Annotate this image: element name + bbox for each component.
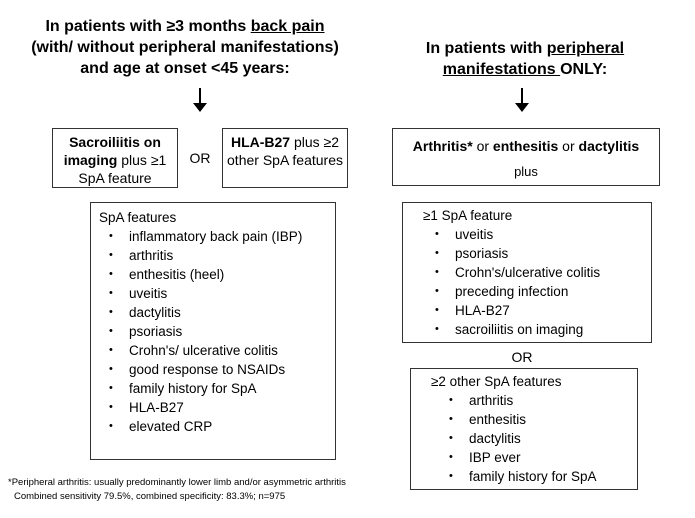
spa-features-title: SpA features — [99, 210, 177, 225]
list-item: arthritis — [109, 246, 327, 265]
left-or-label: OR — [189, 150, 211, 166]
list-item: uveitis — [435, 225, 651, 244]
right-heading-line2: manifestations ONLY: — [442, 61, 608, 78]
left-heading-line2: (with/ without peripheral manifestations… — [31, 39, 339, 56]
sacroiliitis-criterion-box: Sacroiliitis on imaging plus ≥1 SpA feat… — [52, 128, 178, 188]
footnote-line1: *Peripheral arthritis: usually predomina… — [8, 477, 346, 488]
list-item: enthesitis (heel) — [109, 265, 327, 284]
two-spa-features-box: ≥2 other SpA features arthritis enthesit… — [410, 368, 638, 490]
left-heading-line3: and age at onset <45 years: — [80, 60, 290, 77]
list-item: psoriasis — [435, 244, 651, 263]
one-spa-feature-title: ≥1 SpA feature — [423, 208, 513, 223]
list-item: elevated CRP — [109, 417, 327, 436]
list-item: inflammatory back pain (IBP) — [109, 227, 327, 246]
list-item: psoriasis — [109, 322, 327, 341]
right-or-label: OR — [511, 349, 533, 365]
list-item: preceding infection — [435, 282, 651, 301]
spa-features-box: SpA features inflammatory back pain (IBP… — [90, 202, 336, 460]
list-item: enthesitis — [449, 410, 637, 429]
list-item: dactylitis — [449, 429, 637, 448]
peripheral-plus-label: plus — [514, 164, 538, 179]
list-item: Crohn's/ ulcerative colitis — [109, 341, 327, 360]
right-down-arrow — [515, 88, 529, 112]
left-down-arrow — [193, 88, 207, 112]
left-heading: In patients with ≥3 months back pain (wi… — [10, 16, 360, 79]
one-spa-feature-box: ≥1 SpA feature uveitis psoriasis Crohn's… — [402, 202, 652, 343]
list-item: HLA-B27 — [435, 301, 651, 320]
left-heading-line1: In patients with ≥3 months back pain — [45, 18, 325, 35]
list-item: arthritis — [449, 391, 637, 410]
peripheral-criteria-line: Arthritis* or enthesitis or dactylitis — [412, 138, 640, 154]
list-item: family history for SpA — [109, 379, 327, 398]
list-item: good response to NSAIDs — [109, 360, 327, 379]
two-spa-features-list: arthritis enthesitis dactylitis IBP ever… — [449, 391, 637, 486]
peripheral-criteria-box: Arthritis* or enthesitis or dactylitis p… — [392, 128, 660, 186]
footnote-line2: Combined sensitivity 79.5%, combined spe… — [14, 491, 286, 502]
list-item: HLA-B27 — [109, 398, 327, 417]
spa-features-list: inflammatory back pain (IBP) arthritis e… — [109, 227, 327, 436]
one-spa-feature-list: uveitis psoriasis Crohn's/ulcerative col… — [435, 225, 651, 339]
hla-b27-criterion-box: HLA-B27 plus ≥2 other SpA features — [222, 128, 348, 188]
list-item: dactylitis — [109, 303, 327, 322]
two-spa-features-title: ≥2 other SpA features — [431, 374, 562, 389]
footnote: *Peripheral arthritis: usually predomina… — [8, 476, 408, 504]
list-item: Crohn's/ulcerative colitis — [435, 263, 651, 282]
list-item: sacroiliitis on imaging — [435, 320, 651, 339]
list-item: uveitis — [109, 284, 327, 303]
right-heading-line1: In patients with peripheral — [425, 40, 625, 57]
right-heading: In patients with peripheral manifestatio… — [390, 38, 660, 80]
list-item: IBP ever — [449, 448, 637, 467]
list-item: family history for SpA — [449, 467, 637, 486]
